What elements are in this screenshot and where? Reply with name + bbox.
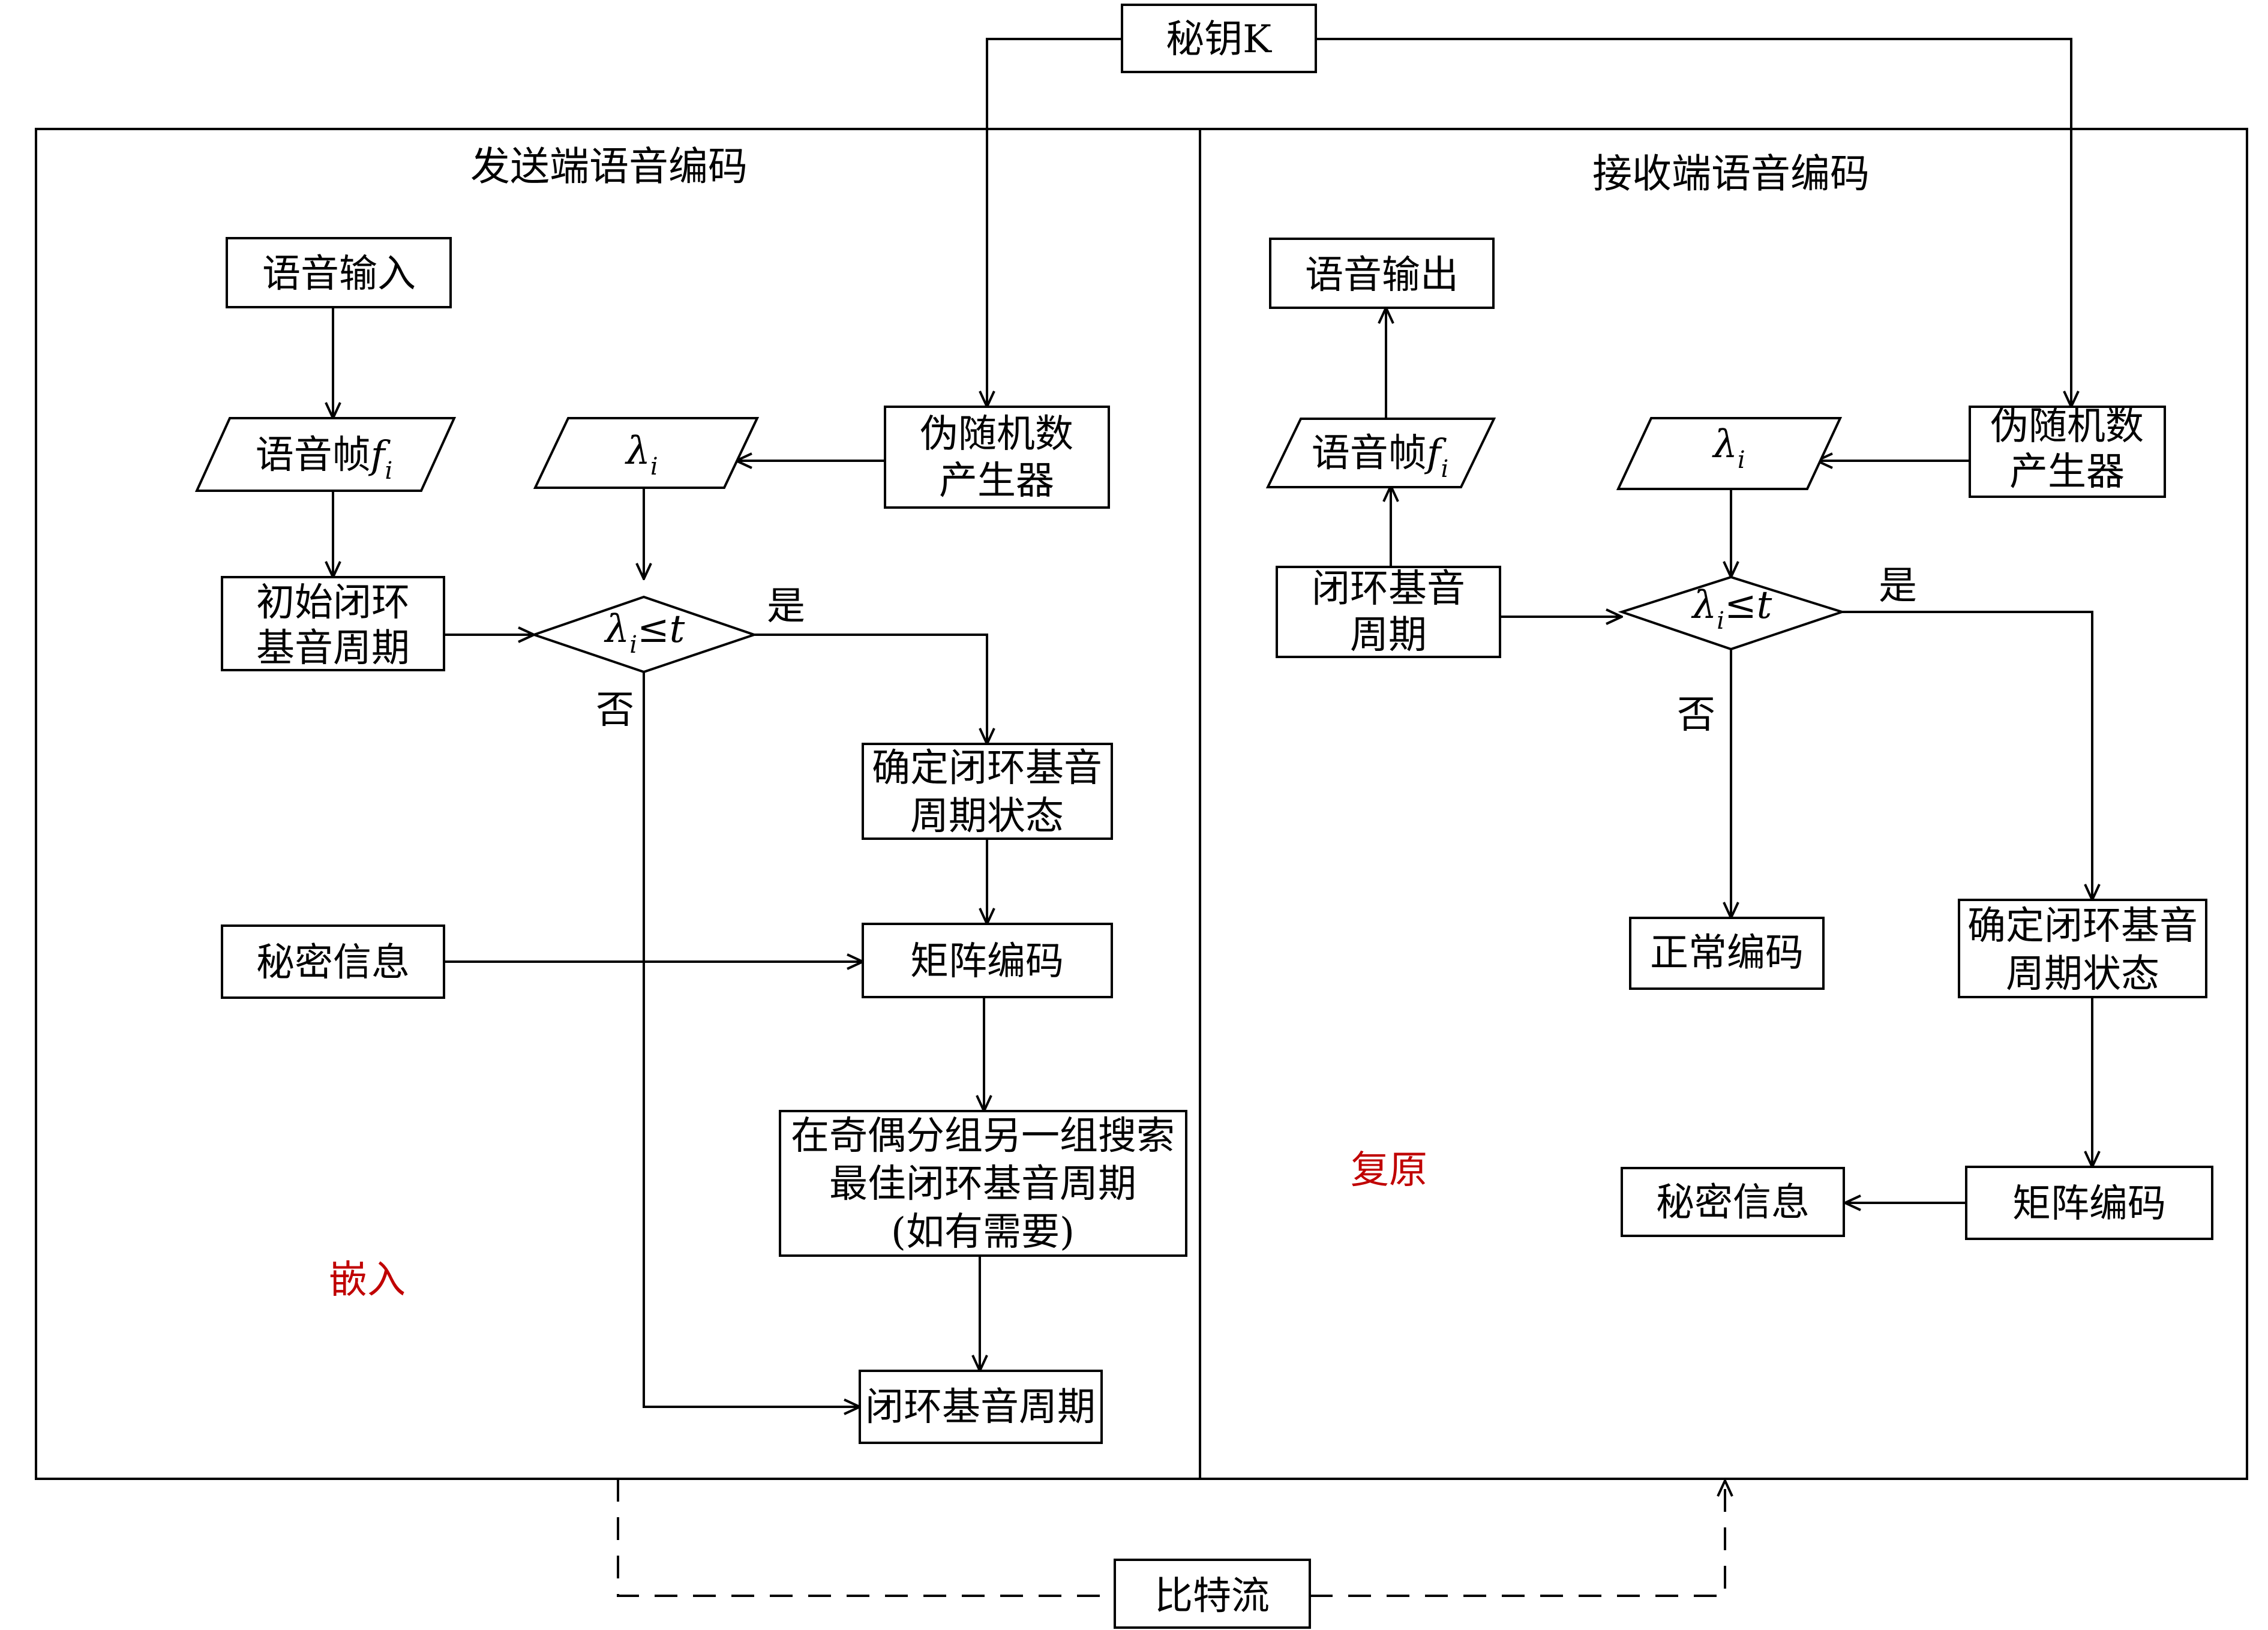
receiver-lambda-var: λ [1711, 422, 1738, 467]
receiver-decision-no-label: 否 [1677, 693, 1715, 737]
receiver-lambda-sub: i [1738, 446, 1745, 474]
receiver-decision-node [1618, 575, 1846, 651]
restore-tag: 复原 [1351, 1148, 1427, 1193]
search-line-1: 在奇偶分组另一组搜索 [791, 1114, 1175, 1158]
receiver-decision-sub: i [1717, 607, 1724, 635]
bitstream-to-receiver-dashed [1310, 1481, 1725, 1597]
receiver-pitch-line-1: 闭环基音 [1312, 567, 1465, 611]
prng-box [884, 406, 1110, 509]
initial-pitch-line-2: 基音周期 [256, 626, 410, 671]
sender-title: 发送端语音编码 [470, 143, 748, 190]
decision-threshold: t [670, 607, 685, 652]
speech-frame-text: 语音帧 [256, 433, 371, 478]
pitch-output-box [859, 1370, 1103, 1444]
receiver-decision-rel: ≤ [1724, 583, 1757, 628]
secret-info-box [221, 924, 445, 999]
search-line-3: (如有需要) [891, 1210, 1075, 1254]
decision-no-arrow [643, 672, 860, 1407]
receiver-speech-frame-node [1265, 418, 1496, 488]
speech-output-box [1269, 238, 1495, 309]
speech-frame-node [194, 417, 457, 492]
receiver-decision-label: λi≤t [1691, 583, 1772, 635]
sender-to-bitstream-dashed [617, 1479, 1115, 1597]
receiver-pitch-box [1276, 566, 1501, 658]
pitch-output-label: 闭环基音周期 [865, 1385, 1096, 1430]
receiver-speech-frame-sub: i [1441, 455, 1448, 483]
initial-pitch-line-1: 初始闭环 [256, 581, 410, 625]
search-box [779, 1110, 1187, 1257]
decision-node [530, 595, 758, 674]
speech-output-label: 语音输出 [1305, 253, 1459, 298]
normal-encoding-label: 正常编码 [1650, 931, 1804, 975]
lambda-label: λi [624, 429, 658, 481]
search-line-2: 最佳闭环基音周期 [829, 1162, 1136, 1206]
speech-input-label: 语音输入 [262, 252, 416, 296]
key-label: 秘钥K [1166, 17, 1272, 62]
receiver-secret-info-box [1621, 1167, 1845, 1237]
receiver-matrix-encoding-label: 矩阵编码 [2012, 1182, 2166, 1226]
determine-state-line-2: 周期状态 [910, 794, 1064, 839]
prng-line-1: 伪随机数 [920, 412, 1073, 457]
receiver-lambda-node [1616, 417, 1843, 490]
decision-sub: i [629, 631, 637, 659]
decision-yes-arrow [754, 634, 987, 744]
receiver-lambda-label: λi [1711, 422, 1745, 474]
receiver-title: 接收端语音编码 [1592, 151, 1870, 197]
receiver-pitch-line-2: 周期 [1350, 613, 1427, 658]
speech-input-box [226, 237, 452, 308]
decision-var: λ [604, 607, 630, 652]
matrix-encoding-label: 矩阵编码 [910, 939, 1064, 984]
key-to-sender-prng-arrow [987, 38, 1122, 407]
prng-line-2: 产生器 [939, 459, 1054, 503]
initial-pitch-box [221, 576, 445, 671]
normal-encoding-box [1629, 917, 1825, 990]
receiver-decision-yes-label: 是 [1879, 564, 1917, 608]
decision-yes-label: 是 [767, 584, 805, 629]
receiver-matrix-encoding-box [1965, 1166, 2213, 1240]
receiver-panel [1199, 128, 2248, 1480]
decision-label: λi≤t [604, 607, 685, 659]
receiver-prng-line-2: 产生器 [2009, 450, 2125, 494]
receiver-decision-yes-arrow [1842, 611, 2092, 900]
determine-state-box [862, 743, 1113, 840]
decision-rel: ≤ [637, 607, 670, 652]
receiver-determine-state-box [1958, 899, 2207, 998]
receiver-determine-state-line-2: 周期状态 [2006, 952, 2159, 996]
receiver-speech-frame-text: 语音帧 [1312, 431, 1427, 476]
key-box [1121, 4, 1317, 73]
matrix-encoding-box [862, 923, 1113, 998]
lambda-var: λ [624, 429, 650, 473]
embed-tag: 嵌入 [329, 1258, 406, 1302]
receiver-secret-info-label: 秘密信息 [1656, 1181, 1810, 1225]
decision-no-label: 否 [596, 688, 634, 733]
receiver-speech-frame-label: 语音帧fi [1312, 431, 1448, 483]
receiver-prng-line-1: 伪随机数 [1990, 404, 2144, 449]
key-to-receiver-prng-arrow [1316, 38, 2071, 407]
lambda-node [533, 417, 760, 489]
determine-state-line-1: 确定闭环基音 [872, 746, 1102, 791]
receiver-determine-state-line-1: 确定闭环基音 [1967, 904, 2198, 948]
receiver-prng-box [1969, 406, 2166, 498]
receiver-decision-var: λ [1691, 583, 1717, 628]
bitstream-label: 比特流 [1154, 1574, 1270, 1619]
secret-info-label: 秘密信息 [256, 941, 410, 985]
lambda-sub: i [650, 453, 658, 481]
speech-frame-label: 语音帧fi [256, 433, 392, 485]
bitstream-box [1114, 1559, 1311, 1629]
speech-frame-sub: i [385, 457, 392, 485]
receiver-decision-threshold: t [1757, 583, 1772, 628]
